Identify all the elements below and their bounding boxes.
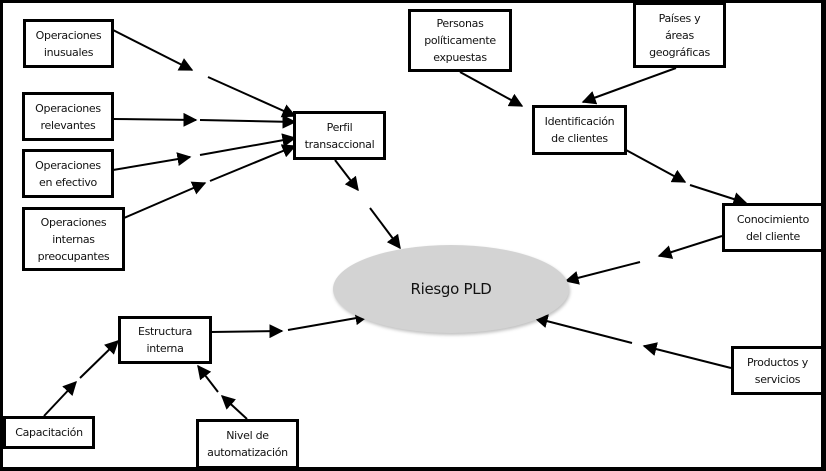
edge-estructura-to-riesgo xyxy=(210,311,370,339)
edge-paises-to-identificacion xyxy=(581,67,677,105)
riesgo-pld-label: Riesgo PLD xyxy=(410,280,492,298)
node-label: Perfil transaccional xyxy=(304,120,375,151)
edge-relevantes-to-perfil xyxy=(112,112,297,129)
node-label: Conocimiento del cliente xyxy=(736,212,810,243)
arrow-line xyxy=(459,71,524,107)
node-productos-y-servicios: Productos y servicios xyxy=(731,346,824,395)
node-label: Operaciones internas preocupantes xyxy=(37,215,110,263)
arrow-line-first xyxy=(112,112,198,127)
arrow-line-first xyxy=(657,235,723,259)
arrow-line-first xyxy=(642,342,732,369)
node-label: Operaciones inusuales xyxy=(35,28,102,59)
arrow-line-second xyxy=(199,114,297,129)
node-nivel-de-automatizacion: Nivel de automatización xyxy=(196,419,299,469)
arrow-line-second xyxy=(564,261,641,285)
arrow-line-first xyxy=(112,29,194,71)
arrow-line-first xyxy=(43,380,77,417)
arrow-line-first xyxy=(112,152,192,171)
node-conocimiento-del-cliente: Conocimiento del cliente xyxy=(722,203,824,252)
edge-inusuales-to-perfil xyxy=(112,29,297,118)
node-label: Nivel de automatización xyxy=(207,429,288,459)
arrow-line-second xyxy=(369,207,401,250)
edge-efectivo-to-perfil xyxy=(112,133,297,171)
edge-automatizacion-to-estructura xyxy=(197,364,248,420)
node-label: Operaciones relevantes xyxy=(35,101,101,132)
edge-capacitacion-to-estructura xyxy=(43,340,120,417)
arrow-line-second xyxy=(209,144,297,182)
diagram-background xyxy=(3,3,821,467)
arrow-line-first xyxy=(625,149,687,183)
arrow-line-second xyxy=(199,133,297,156)
arrow-line-first xyxy=(334,159,359,192)
node-capacitacion: Capacitación xyxy=(3,416,95,449)
node-label: Estructura interna xyxy=(137,325,193,355)
edge-internas-to-perfil xyxy=(123,144,297,219)
node-operaciones-internas-preocupantes: Operaciones internas preocupantes xyxy=(22,207,125,271)
node-paises-areas-geograficas: Países y áreas geográficas xyxy=(633,2,726,68)
arrow-line-second xyxy=(533,314,633,344)
arrow-line xyxy=(581,67,677,105)
node-operaciones-inusuales: Operaciones inusuales xyxy=(23,19,114,68)
node-operaciones-relevantes: Operaciones relevantes xyxy=(22,92,114,141)
edge-perfil-to-riesgo xyxy=(334,159,401,250)
arrow-line-second xyxy=(689,184,748,206)
node-label: Productos y servicios xyxy=(747,355,808,386)
edge-conocimiento-to-riesgo xyxy=(564,235,723,285)
node-estructura-interna: Estructura interna xyxy=(118,316,212,364)
node-identificacion-de-clientes: Identificación de clientes xyxy=(532,105,627,155)
node-personas-politicamente-expuestas: Personas políticamente expuestas xyxy=(408,9,512,72)
arrow-line-second xyxy=(79,340,120,379)
edge-productos-to-riesgo xyxy=(533,314,732,369)
arrow-line-first xyxy=(210,324,284,339)
node-label: Operaciones en efectivo xyxy=(35,158,101,189)
node-label: Personas políticamente expuestas xyxy=(424,17,496,64)
arrow-line-second xyxy=(207,76,297,118)
edge-pep-to-identificacion xyxy=(459,71,524,107)
arrow-line-second xyxy=(197,364,219,393)
edge-identificacion-to-conocimiento xyxy=(625,149,748,206)
node-label: Capacitación xyxy=(15,426,83,439)
node-label: Identificación de clientes xyxy=(544,115,615,145)
arrow-line-second xyxy=(287,311,370,331)
arrow-line-first xyxy=(220,395,248,420)
node-label: Países y áreas geográficas xyxy=(649,11,710,59)
node-perfil-transaccional: Perfil transaccional xyxy=(293,111,386,160)
arrow-line-first xyxy=(123,181,207,219)
riesgo-pld-node: Riesgo PLD xyxy=(333,245,569,333)
node-operaciones-en-efectivo: Operaciones en efectivo xyxy=(22,149,114,198)
